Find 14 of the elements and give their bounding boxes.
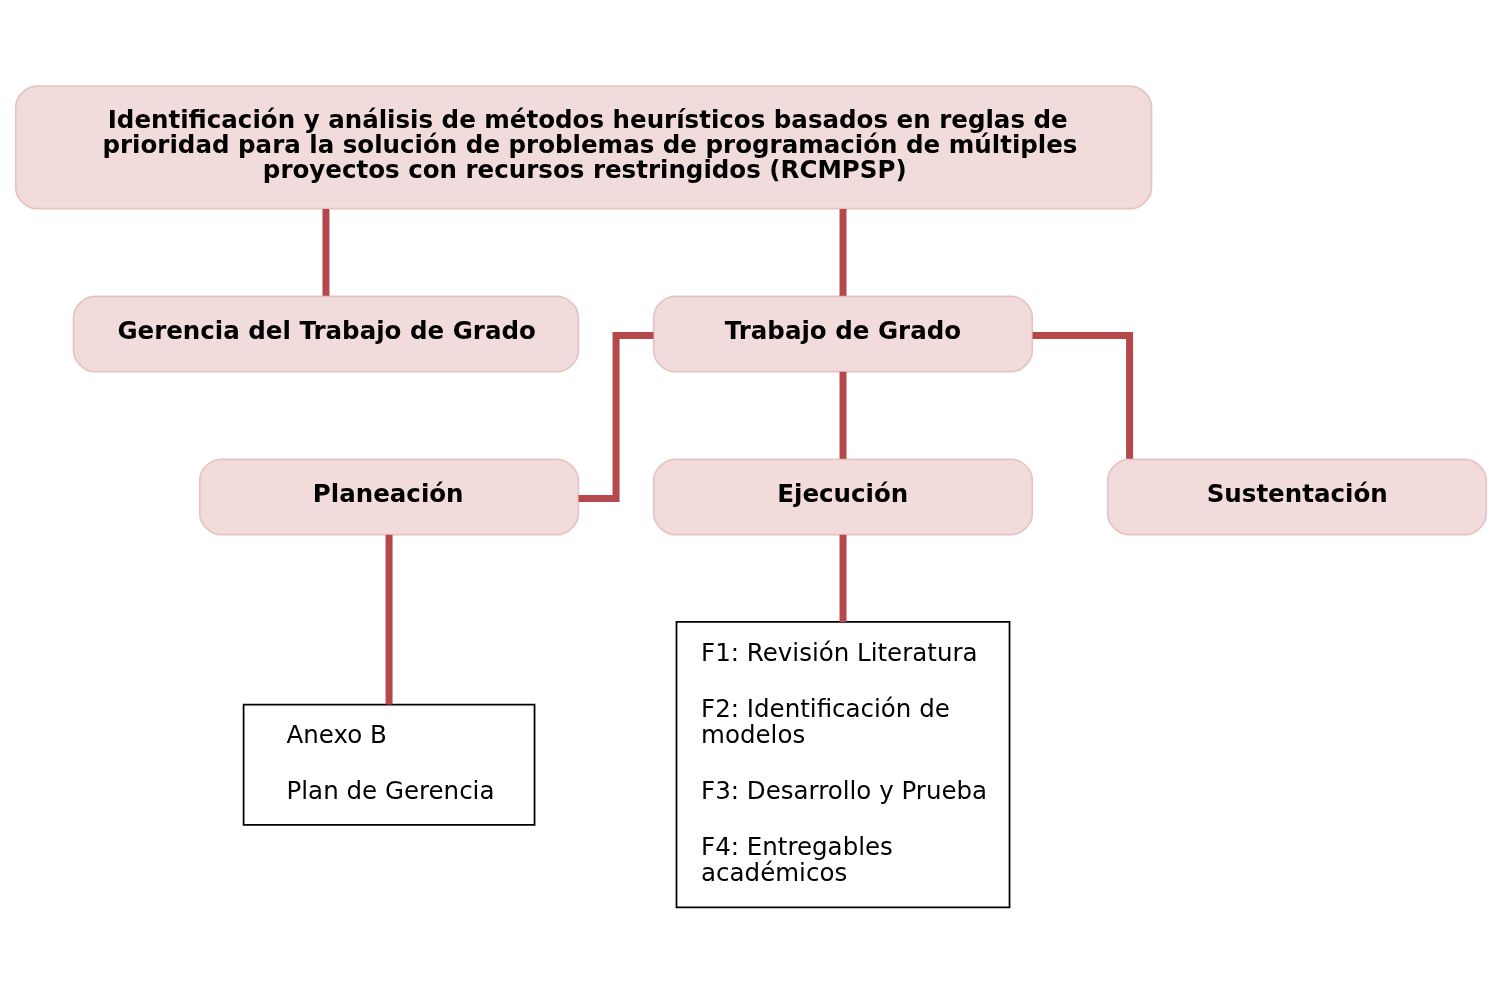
connector: [839, 371, 847, 459]
node-box: Gerencia del Trabajo de Grado: [72, 294, 580, 373]
node-box: F1: Revisión Literatura F2: Identificación de modelos F3: Desarrollo y Prueba F4: Entregables académicos: [675, 620, 1011, 908]
node-box: Anexo B Plan de Gerencia: [242, 703, 536, 826]
node-box: Identificación y análisis de métodos heurísticos basados en reglas de prioridad para la solución de problemas de programación de múltiples proyectos con recursos restringidos (RCMPSP): [14, 84, 1153, 210]
connector: [385, 534, 393, 704]
connector: [322, 208, 330, 296]
node-box: Trabajo de Grado: [652, 294, 1034, 373]
connector: [839, 208, 847, 296]
node-box: Planeación: [198, 457, 580, 536]
node-box: Sustentación: [1106, 457, 1488, 536]
connector: [1032, 331, 1134, 459]
connector: [839, 534, 847, 622]
node-box: Ejecución: [652, 457, 1034, 536]
